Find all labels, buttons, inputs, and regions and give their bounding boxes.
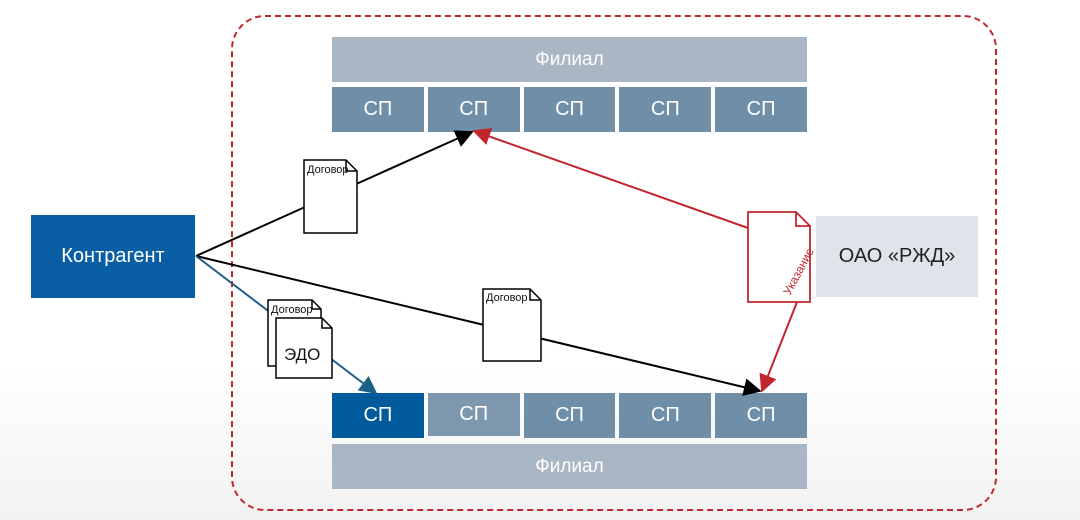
sp-bottom-5: СП <box>715 393 807 438</box>
arrow-counterparty-to-bottom-sp <box>195 255 762 396</box>
branch-bottom-label: Филиал <box>535 455 604 477</box>
branch-top-label: Филиал <box>535 48 604 70</box>
counterparty-label: Контрагент <box>61 245 165 267</box>
document-instruction: Указание <box>747 211 817 303</box>
sp-top-4: СП <box>619 87 712 132</box>
sp-bottom-2: СП <box>427 393 520 436</box>
sp-bottom-4: СП <box>619 393 712 438</box>
sp-bottom-3: СП <box>523 393 616 438</box>
arrow-instruction-to-top-sp <box>472 127 749 229</box>
sp-row-bottom: СП СП СП СП СП <box>332 393 807 438</box>
company-boundary-frame <box>231 15 997 511</box>
contract-top-label: Договор <box>307 164 349 176</box>
branch-bottom: Филиал <box>332 444 807 489</box>
edo-back-contract-label: Договор <box>271 304 313 316</box>
counterparty-box: Контрагент <box>31 215 195 298</box>
rzd-box: ОАО «РЖД» <box>816 216 978 297</box>
sp-top-5: СП <box>715 87 807 132</box>
edo-label: ЭДО <box>284 345 320 364</box>
document-edo-stack: Договор ЭДО <box>267 299 333 379</box>
sp-row-top: СП СП СП СП СП <box>332 87 807 132</box>
document-contract-top: Договор <box>303 159 358 234</box>
sp-top-2: СП <box>427 87 520 132</box>
arrow-instruction-to-bottom-sp <box>759 301 798 393</box>
sp-bottom-1: СП <box>332 393 424 438</box>
contract-middle-label: Договор <box>486 292 528 304</box>
sp-top-1: СП <box>332 87 424 132</box>
branch-top: Филиал <box>332 37 807 82</box>
sp-top-3: СП <box>523 87 616 132</box>
document-contract-middle: Договор <box>482 288 542 362</box>
rzd-label: ОАО «РЖД» <box>838 245 956 267</box>
